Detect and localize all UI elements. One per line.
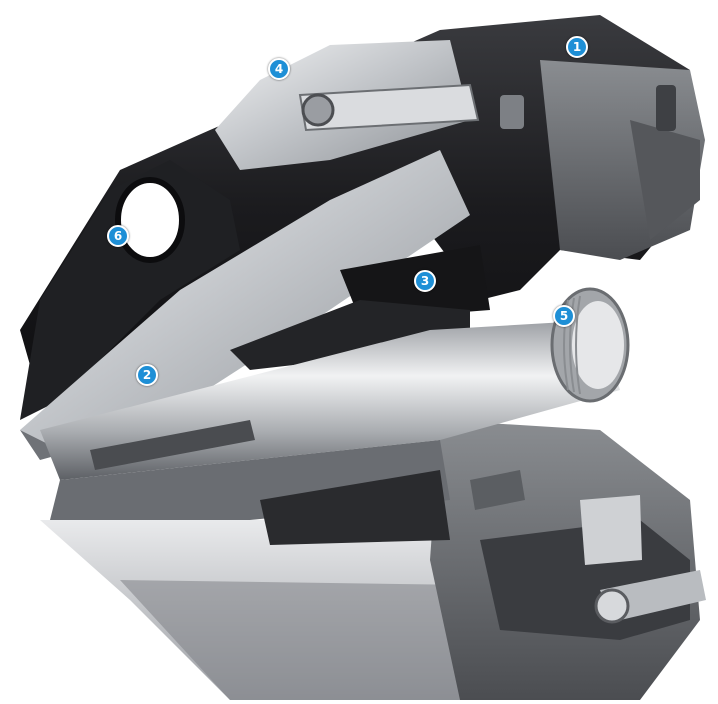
jaw-arm	[20, 160, 240, 420]
bolt-lower-right	[580, 495, 642, 565]
main-jaw-wedge	[20, 150, 470, 450]
top-pin-end	[301, 93, 335, 127]
callout-marker: 3	[414, 270, 436, 292]
arm-hole-rim	[115, 177, 185, 263]
right-housing-face	[630, 120, 700, 240]
callout-marker: 6	[107, 225, 129, 247]
top-pin-right	[500, 95, 524, 129]
arm-hole	[118, 180, 182, 260]
bolt-lower-middle	[470, 470, 525, 510]
jaw-step	[260, 470, 450, 545]
callout-marker: 4	[268, 58, 290, 80]
callout-marker: 2	[136, 364, 158, 386]
threaded-bore-inner	[572, 301, 624, 389]
right-housing-stud	[656, 85, 676, 131]
lower-jaw-shadow	[120, 580, 475, 700]
callout-marker: 1	[566, 36, 588, 58]
shaft-groove	[90, 420, 255, 470]
callout-marker: 5	[553, 305, 575, 327]
black-insert-lower	[230, 300, 470, 370]
screw-head-lower	[594, 588, 630, 624]
